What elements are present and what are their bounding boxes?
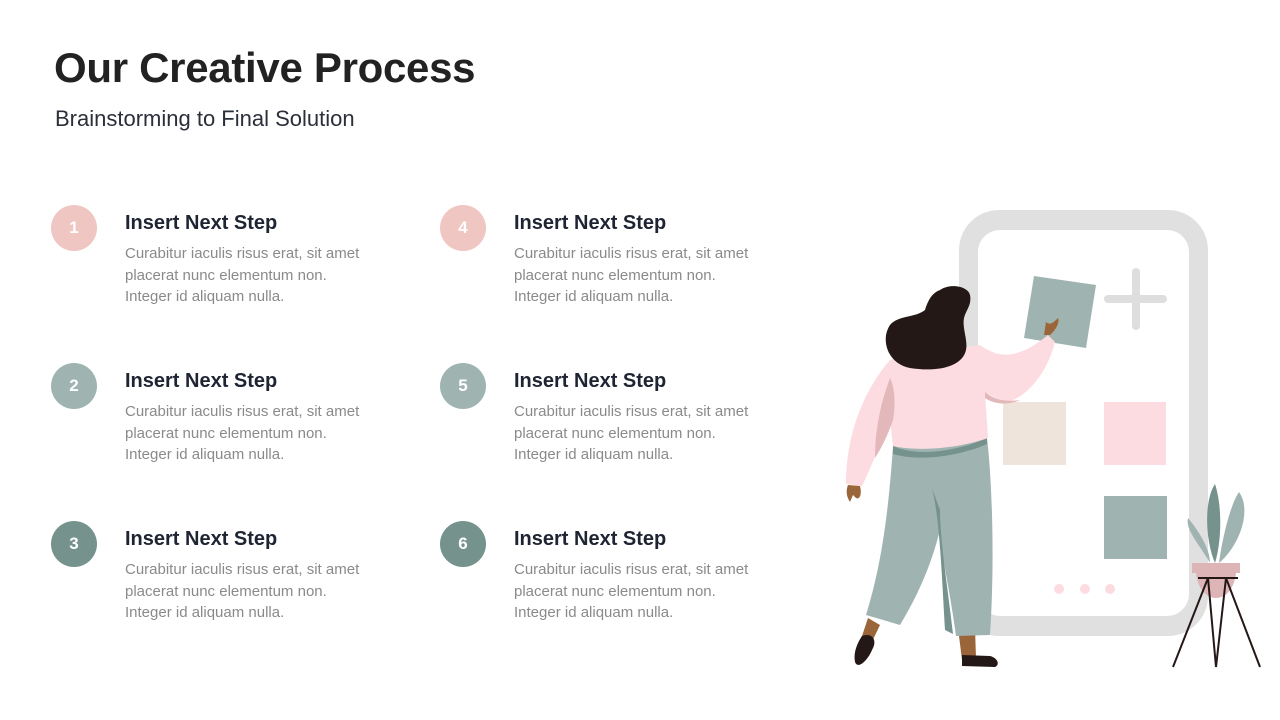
beige-card: [1003, 402, 1066, 465]
phone-frame: [959, 210, 1208, 636]
plus-icon: [1104, 268, 1167, 330]
step-title: Insert Next Step: [125, 528, 278, 550]
step-number-badge: 6: [440, 521, 486, 567]
plant-icon: [1172, 484, 1261, 668]
step-description: Curabitur iaculis risus erat, sit amet p…: [125, 245, 360, 305]
step-3: 3 Insert Next Step Curabitur iaculis ris…: [51, 521, 381, 641]
pink-card: [1104, 402, 1166, 465]
step-number-badge: 1: [51, 205, 97, 251]
page-dots: [1054, 584, 1115, 594]
step-title: Insert Next Step: [514, 212, 667, 234]
step-description: Curabitur iaculis risus erat, sit amet p…: [514, 403, 749, 463]
step-number-badge: 3: [51, 521, 97, 567]
woman-figure: [846, 286, 1059, 667]
step-6: 6 Insert Next Step Curabitur iaculis ris…: [440, 521, 770, 641]
step-description: Curabitur iaculis risus erat, sit amet p…: [514, 245, 749, 305]
step-4: 4 Insert Next Step Curabitur iaculis ris…: [440, 205, 770, 325]
step-title: Insert Next Step: [514, 528, 667, 550]
step-number-badge: 4: [440, 205, 486, 251]
green-card: [1104, 496, 1167, 559]
step-description: Curabitur iaculis risus erat, sit amet p…: [125, 561, 360, 621]
step-2: 2 Insert Next Step Curabitur iaculis ris…: [51, 363, 381, 483]
step-number-badge: 5: [440, 363, 486, 409]
step-title: Insert Next Step: [514, 370, 667, 392]
tilted-card: [1024, 276, 1096, 348]
step-5: 5 Insert Next Step Curabitur iaculis ris…: [440, 363, 770, 483]
page-title: Our Creative Process: [54, 44, 476, 91]
step-title: Insert Next Step: [125, 370, 278, 392]
page-subtitle: Brainstorming to Final Solution: [55, 106, 355, 131]
step-1: 1 Insert Next Step Curabitur iaculis ris…: [51, 205, 381, 325]
step-title: Insert Next Step: [125, 212, 278, 234]
step-description: Curabitur iaculis risus erat, sit amet p…: [514, 561, 749, 621]
step-number-badge: 2: [51, 363, 97, 409]
step-description: Curabitur iaculis risus erat, sit amet p…: [125, 403, 360, 463]
